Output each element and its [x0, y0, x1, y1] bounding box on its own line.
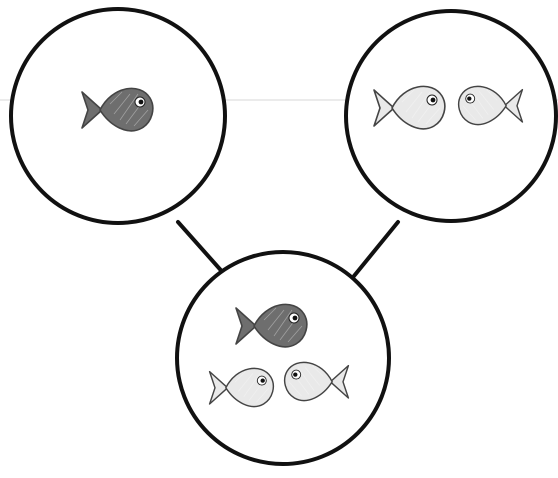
- connector-left-to-bottom: [178, 222, 226, 276]
- connector-right-to-bottom: [354, 222, 398, 276]
- offspring-circle-bottom: [177, 252, 389, 464]
